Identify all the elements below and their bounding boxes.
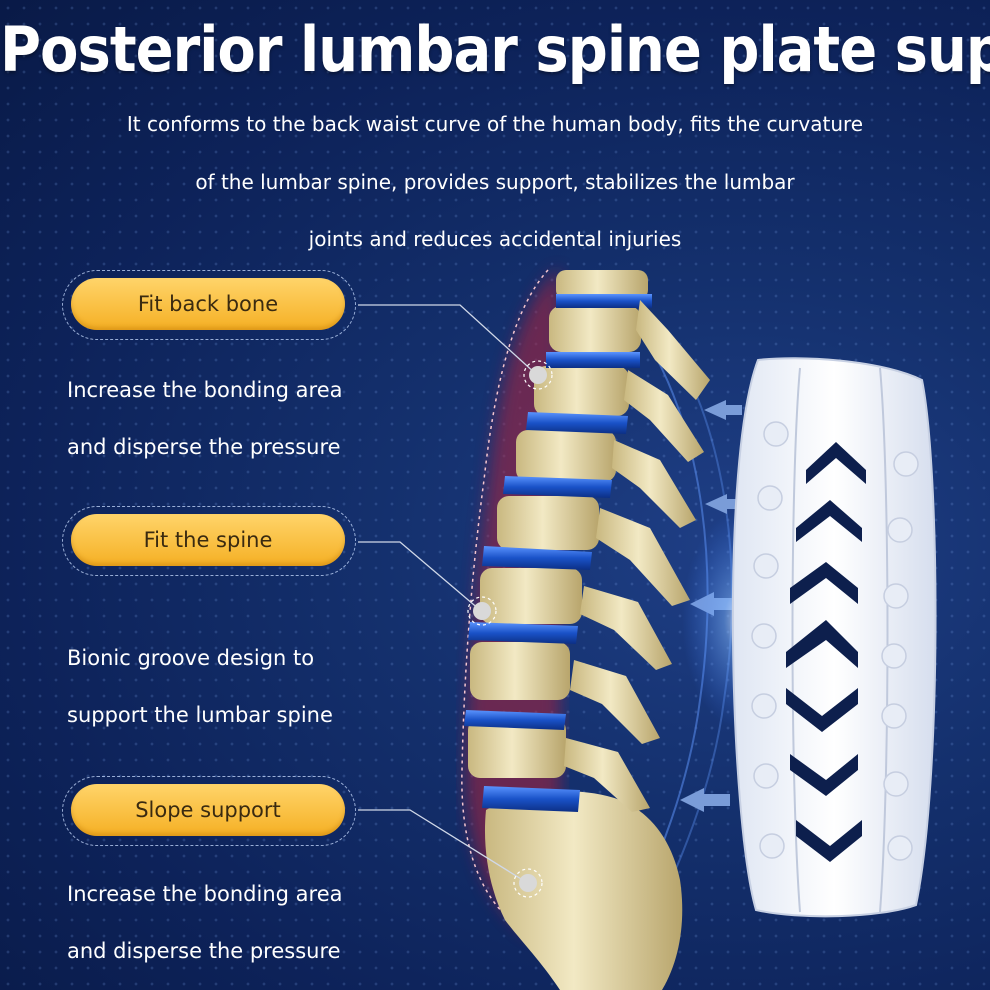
vertebrae: [468, 270, 683, 990]
feature-label: Fit the spine: [71, 514, 345, 566]
support-plate: [731, 357, 937, 918]
feature-label: Fit back bone: [71, 278, 345, 330]
feature-badge-slope-support: Slope support: [62, 776, 356, 846]
description-line: of the lumbar spine, provides support, s…: [195, 170, 795, 194]
feature-text: and disperse the pressure: [67, 435, 341, 459]
feature-text: Increase the bonding area: [67, 378, 343, 402]
sacrum: [484, 791, 683, 990]
feature-badge-fit-back-bone: Fit back bone: [62, 270, 356, 340]
feature-text: Increase the bonding area: [67, 882, 343, 906]
description-line: joints and reduces accidental injuries: [308, 227, 682, 251]
callout-dots: [467, 360, 553, 898]
page-title: Posterior lumbar spine plate support: [0, 14, 990, 87]
feature-text: support the lumbar spine: [67, 703, 333, 727]
spinous-processes: [564, 300, 710, 812]
feature-text: Bionic groove design to: [67, 646, 315, 670]
description-line: It conforms to the back waist curve of t…: [126, 112, 864, 136]
feature-label: Slope support: [71, 784, 345, 836]
feature-badge-fit-the-spine: Fit the spine: [62, 506, 356, 576]
callout-lines: [358, 304, 537, 883]
intervertebral-discs: [464, 294, 652, 812]
feature-text: and disperse the pressure: [67, 939, 341, 963]
bionic-grooves: [786, 442, 866, 862]
